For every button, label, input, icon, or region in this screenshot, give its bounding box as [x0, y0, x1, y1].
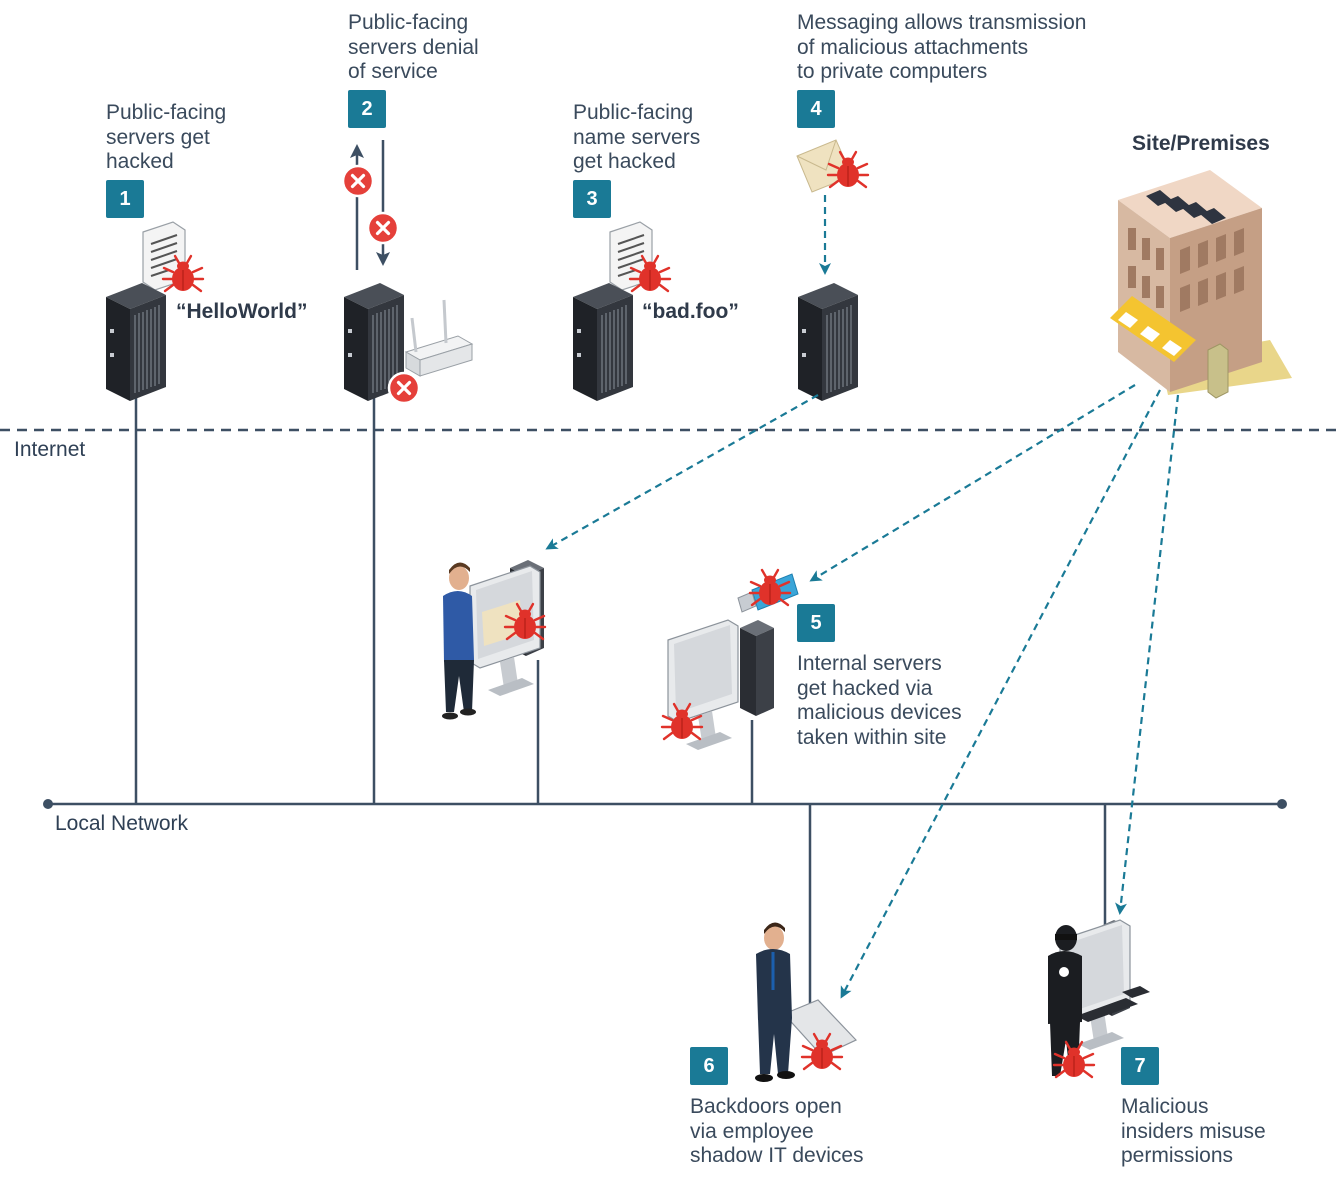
mail-server-4: [796, 139, 870, 402]
error-icon: [341, 164, 375, 198]
threat-7-badge: 7: [1121, 1047, 1159, 1085]
internet-label: Internet: [14, 438, 86, 461]
tablet-icon: [782, 999, 858, 1057]
threat-2-badge: 2: [348, 90, 386, 128]
internal-workstation-5: [660, 568, 799, 751]
malicious-insider: [1048, 919, 1150, 1079]
building-icon: [1110, 170, 1292, 399]
local-network-label: Local Network: [55, 812, 189, 835]
network-links: [134, 398, 1107, 1010]
dos-server-2: [341, 140, 474, 405]
threat-6-badge: 6: [690, 1047, 728, 1085]
person-icon: [755, 922, 795, 1082]
threat-1-badge: 1: [106, 180, 144, 218]
router-icon: [404, 299, 474, 377]
mouse-icon: [1122, 986, 1150, 998]
threat-5-badge: 5: [797, 604, 835, 642]
threat-1-tag: “HelloWorld”: [176, 300, 308, 323]
site-premises-label: Site/Premises: [1132, 132, 1270, 155]
threat-4-badge: 4: [797, 90, 835, 128]
error-icon: [366, 211, 400, 245]
server-icon: [572, 282, 634, 402]
employee-workstation: [442, 560, 547, 720]
keyboard-icon: [1076, 998, 1138, 1022]
bus-endpoint-right: [1277, 799, 1287, 809]
server-icon: [797, 282, 859, 402]
attack-paths: [545, 384, 1180, 999]
person-icon: [442, 562, 476, 720]
server-icon: [105, 282, 167, 402]
bus-endpoint-left: [43, 799, 53, 809]
error-icon: [387, 371, 421, 405]
hacker-icon: [1048, 925, 1082, 1076]
threat-3-tag: “bad.foo”: [642, 300, 739, 323]
threat-3-badge: 3: [573, 180, 611, 218]
shadow-it-employee: [755, 922, 858, 1082]
pc-tower-icon: [740, 620, 774, 716]
